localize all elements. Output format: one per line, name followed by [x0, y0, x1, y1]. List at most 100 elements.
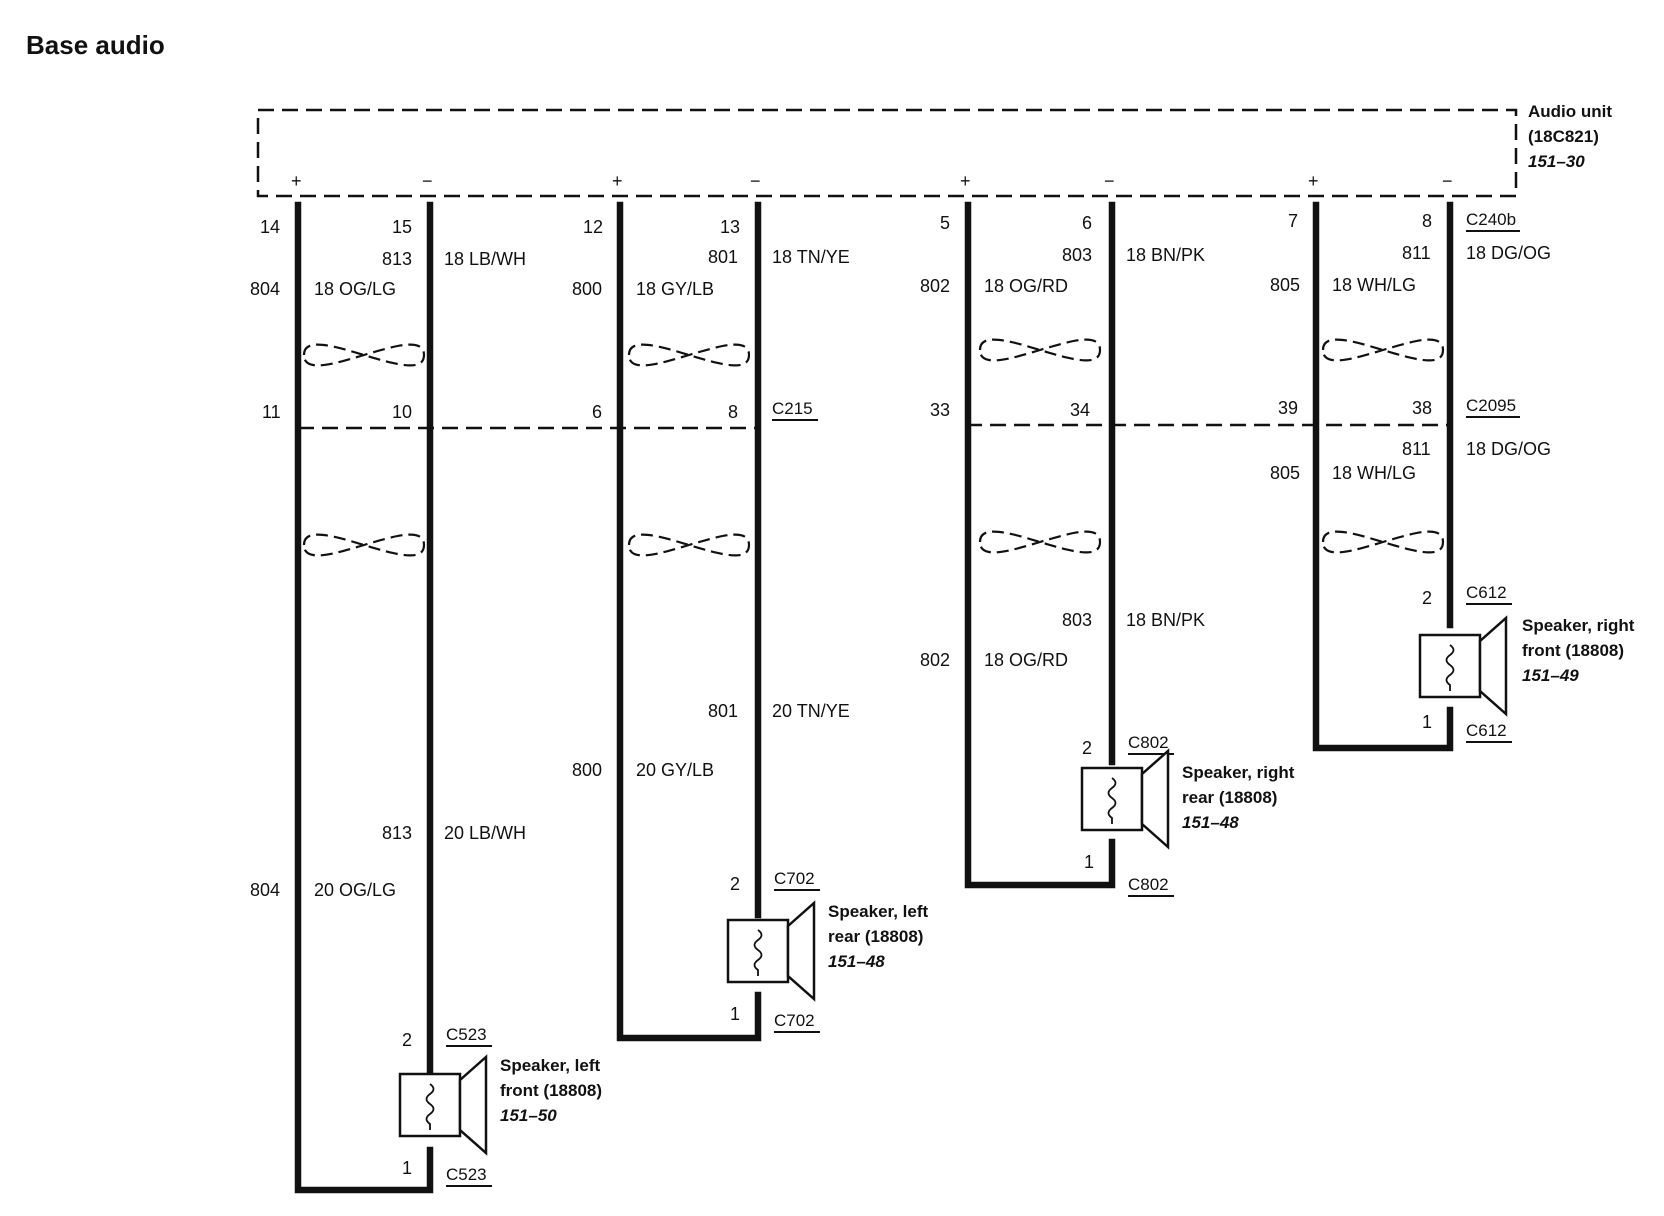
- harness-left-front: + − 14 15 813 18 LB/WH 804 18 OG/LG 11 1…: [250, 171, 602, 1194]
- circuit-number: 804: [250, 279, 280, 299]
- audio-unit-part: (18C821): [1528, 127, 1599, 146]
- speaker-icon: [726, 901, 816, 1001]
- speaker-name: Speaker, right: [1182, 763, 1295, 782]
- wire-label: 18 DG/OG: [1466, 243, 1551, 263]
- pin-label: 8: [728, 402, 738, 422]
- connector-label: C802: [1128, 875, 1169, 894]
- circuit-number: 805: [1270, 275, 1300, 295]
- pin-label: 13: [720, 217, 740, 237]
- circuit-number: 805: [1270, 463, 1300, 483]
- speaker-pin: 2: [1422, 588, 1432, 608]
- circuit-number: 813: [382, 823, 412, 843]
- speaker-icon: [398, 1055, 488, 1155]
- circuit-number: 801: [708, 701, 738, 721]
- wire-label: 20 GY/LB: [636, 760, 714, 780]
- polarity-minus: −: [750, 171, 761, 191]
- twisted-pair-symbol: [1321, 530, 1445, 554]
- pin-label: 12: [583, 217, 603, 237]
- circuit-number: 803: [1062, 245, 1092, 265]
- wire-label: 18 LB/WH: [444, 249, 526, 269]
- pin-label: 39: [1278, 398, 1298, 418]
- circuit-number: 800: [572, 760, 602, 780]
- wire-label: 18 OG/LG: [314, 279, 396, 299]
- connector-label: C802: [1128, 733, 1169, 752]
- speaker-ref: 151–49: [1522, 666, 1579, 685]
- wire-label: 18 WH/LG: [1332, 463, 1416, 483]
- twisted-pair-symbol: [302, 343, 426, 367]
- wire-label: 18 BN/PK: [1126, 610, 1205, 630]
- speaker-part: rear (18808): [1182, 788, 1277, 807]
- pin-label: 38: [1412, 398, 1432, 418]
- speaker-part: front (18808): [1522, 641, 1624, 660]
- speaker-pin: 2: [730, 874, 740, 894]
- connector-label: C523: [446, 1165, 487, 1184]
- circuit-number: 813: [382, 249, 412, 269]
- speaker-name: Speaker, left: [500, 1056, 601, 1075]
- speaker-pin: 1: [1422, 712, 1432, 732]
- pin-label: 14: [260, 217, 280, 237]
- wire-label: 18 DG/OG: [1466, 439, 1551, 459]
- harness-right-front: + − 7 8 C240b 811 18 DG/OG 805 18 WH/LG …: [1270, 171, 1635, 752]
- pin-label: 5: [940, 213, 950, 233]
- circuit-number: 802: [920, 650, 950, 670]
- connector-label: C702: [774, 869, 815, 888]
- circuit-number: 801: [708, 247, 738, 267]
- wire-label: 18 OG/RD: [984, 276, 1068, 296]
- wire-label: 20 OG/LG: [314, 880, 396, 900]
- twisted-pair-symbol: [627, 343, 751, 367]
- polarity-plus: +: [1308, 171, 1319, 191]
- connector-label: C523: [446, 1025, 487, 1044]
- wire-label: 18 OG/RD: [984, 650, 1068, 670]
- audio-unit-name: Audio unit: [1528, 102, 1612, 121]
- speaker-ref: 151–48: [828, 952, 885, 971]
- connector-label: C2095: [1466, 396, 1516, 415]
- wire-label: 20 TN/YE: [772, 701, 850, 721]
- pin-label: 15: [392, 217, 412, 237]
- connector-label: C702: [774, 1011, 815, 1030]
- harness-left-rear: + − 12 13 801 18 TN/YE 800 18 GY/LB 6 8 …: [572, 171, 929, 1042]
- connector-label: C612: [1466, 583, 1507, 602]
- audio-unit-box: [256, 108, 1518, 198]
- speaker-name: Speaker, left: [828, 902, 929, 921]
- speaker-pin: 1: [730, 1004, 740, 1024]
- speaker-icon: [1418, 616, 1508, 716]
- connector-label: C215: [772, 399, 813, 418]
- wire-label: 18 TN/YE: [772, 247, 850, 267]
- speaker-part: front (18808): [500, 1081, 602, 1100]
- polarity-minus: −: [1104, 171, 1115, 191]
- polarity-plus: +: [612, 171, 623, 191]
- twisted-pair-symbol: [978, 530, 1102, 554]
- audio-unit-ref: 151–30: [1528, 152, 1585, 171]
- circuit-number: 802: [920, 276, 950, 296]
- pin-label: 6: [1082, 213, 1092, 233]
- twisted-pair-symbol: [627, 533, 751, 557]
- speaker-pin: 2: [402, 1030, 412, 1050]
- polarity-plus: +: [291, 171, 302, 191]
- pin-label: 33: [930, 400, 950, 420]
- speaker-pin: 1: [1084, 852, 1094, 872]
- page-title: Base audio: [26, 30, 165, 60]
- speaker-part: rear (18808): [828, 927, 923, 946]
- pin-label: 8: [1422, 211, 1432, 231]
- wire-label: 18 WH/LG: [1332, 275, 1416, 295]
- circuit-number: 811: [1402, 243, 1431, 263]
- harness-right-rear: + − 5 6 803 18 BN/PK 802 18 OG/RD 33 34 …: [920, 171, 1295, 897]
- twisted-pair-symbol: [978, 338, 1102, 362]
- pin-label: 6: [592, 402, 602, 422]
- circuit-number: 803: [1062, 610, 1092, 630]
- pin-label: 7: [1288, 211, 1298, 231]
- speaker-name: Speaker, right: [1522, 616, 1635, 635]
- pin-label: 10: [392, 402, 412, 422]
- pin-label: 11: [262, 402, 281, 422]
- twisted-pair-symbol: [1321, 338, 1445, 362]
- polarity-minus: −: [1442, 171, 1453, 191]
- pin-label: 34: [1070, 400, 1090, 420]
- twisted-pair-symbol: [302, 533, 426, 557]
- circuit-number: 804: [250, 880, 280, 900]
- polarity-minus: −: [422, 171, 433, 191]
- speaker-ref: 151–50: [500, 1106, 557, 1125]
- speaker-pin: 2: [1082, 738, 1092, 758]
- speaker-icon: [1080, 749, 1170, 849]
- circuit-number: 811: [1402, 439, 1431, 459]
